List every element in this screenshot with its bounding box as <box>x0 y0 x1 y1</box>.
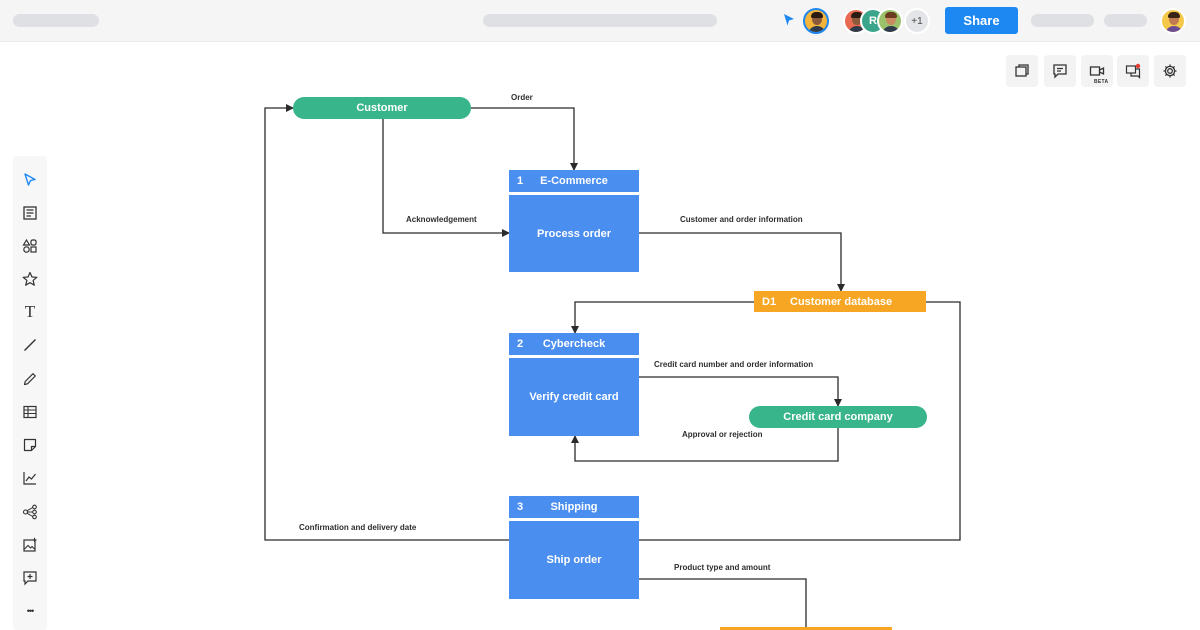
line-tool[interactable] <box>22 337 38 353</box>
datastore-partial <box>720 627 892 630</box>
process-1-header[interactable]: 1 E-Commerce <box>509 170 639 192</box>
flow-acknowledgement <box>382 119 510 237</box>
sticky-note-tool[interactable] <box>22 437 38 453</box>
add-frame-tool[interactable] <box>22 570 38 586</box>
process-2-body[interactable]: Verify credit card <box>509 358 639 436</box>
datastore-id: D1 <box>762 295 777 308</box>
more-icon: ••• <box>26 606 35 616</box>
text-icon: T <box>24 302 36 321</box>
more-tool[interactable]: ••• <box>22 603 38 619</box>
image-icon <box>23 537 37 552</box>
flow-label-confirmation: Confirmation and delivery date <box>299 523 417 532</box>
process-3-name: Shipping <box>550 501 598 513</box>
process-2-number: 2 <box>517 338 524 350</box>
table-tool[interactable] <box>22 404 38 420</box>
mind-map-tool[interactable] <box>22 504 38 520</box>
process-1-name: E-Commerce <box>540 175 608 187</box>
cursor-icon <box>24 173 36 186</box>
pencil-icon <box>23 373 36 386</box>
extra-collaborators-badge[interactable]: +1 <box>904 8 930 34</box>
flow-customer-order-info <box>639 232 845 292</box>
chat-icon <box>1125 63 1141 79</box>
beta-badge: BETA <box>1094 79 1109 85</box>
comments-button[interactable] <box>1044 55 1076 87</box>
table-icon <box>23 405 37 419</box>
image-tool[interactable] <box>22 537 38 553</box>
flow-label-approval: Approval or rejection <box>682 430 763 439</box>
flow-confirmation <box>264 104 509 541</box>
flow-label-credit-card-info: Credit card number and order information <box>654 360 814 369</box>
active-user-avatar[interactable] <box>803 8 829 34</box>
flow-label-acknowledgement: Acknowledgement <box>406 215 477 224</box>
process-2-name: Cybercheck <box>542 338 606 350</box>
flow-database-to-cybercheck <box>571 301 754 334</box>
line-chart-icon <box>23 472 36 485</box>
collaborator-avatar-2[interactable] <box>877 8 903 34</box>
datastore-name: Customer database <box>790 295 893 308</box>
settings-button[interactable] <box>1154 55 1186 87</box>
user-profile-avatar[interactable] <box>1160 8 1186 34</box>
document-icon <box>23 206 37 220</box>
share-button[interactable]: Share <box>945 7 1018 34</box>
process-3-action: Ship order <box>546 554 602 566</box>
credit-card-company-entity[interactable]: Credit card company <box>749 406 927 428</box>
select-tool[interactable] <box>22 172 38 188</box>
datastore-d1[interactable]: D1 Customer database <box>754 291 926 312</box>
flow-database-to-shipping <box>639 301 961 541</box>
text-tool[interactable]: T <box>22 302 38 321</box>
star-icon <box>22 271 38 286</box>
chart-tool[interactable] <box>22 470 38 486</box>
process-1-number: 1 <box>517 175 524 187</box>
flow-label-customer-order-info: Customer and order information <box>680 215 803 224</box>
pages-icon <box>1015 64 1029 77</box>
left-toolbar: T ••• <box>13 156 47 630</box>
add-frame-icon <box>23 571 37 586</box>
video-button[interactable] <box>1081 55 1113 87</box>
process-3-header[interactable]: 3 Shipping <box>509 496 639 518</box>
cursor-pointer-icon <box>782 13 796 32</box>
pen-tool[interactable] <box>22 371 38 387</box>
process-1-action: Process order <box>537 227 611 240</box>
gear-icon <box>1163 64 1177 78</box>
menu-placeholder[interactable] <box>1031 14 1094 27</box>
breadcrumb-placeholder[interactable] <box>483 14 717 27</box>
star-tool[interactable] <box>22 271 38 287</box>
comment-icon <box>1053 64 1067 79</box>
customer-entity[interactable]: Customer <box>293 97 471 119</box>
flow-label-product-type: Product type and amount <box>674 563 771 572</box>
flow-product-type <box>639 578 807 630</box>
page-tool[interactable] <box>22 205 38 221</box>
credit-card-company-label: Credit card company <box>783 411 893 423</box>
process-2-header[interactable]: 2 Cybercheck <box>509 333 639 355</box>
collaborator-initial: R <box>869 15 877 27</box>
flow-label-order: Order <box>511 93 533 102</box>
flow-credit-card-info <box>639 376 842 407</box>
pages-button[interactable] <box>1006 55 1038 87</box>
shapes-tool[interactable] <box>22 238 38 254</box>
process-2-action: Verify credit card <box>529 391 619 403</box>
flow-order <box>471 107 578 171</box>
document-title-placeholder[interactable] <box>13 14 99 27</box>
line-icon <box>24 339 36 351</box>
process-3-body[interactable]: Ship order <box>509 521 639 599</box>
mind-map-icon <box>22 504 37 520</box>
sticky-note-icon <box>23 438 37 452</box>
chat-button[interactable] <box>1117 55 1149 87</box>
flow-approval <box>571 428 839 462</box>
shapes-icon <box>22 238 37 253</box>
customer-label: Customer <box>356 102 408 114</box>
menu-placeholder-2[interactable] <box>1104 14 1147 27</box>
top-bar: R +1 Share <box>0 0 1200 42</box>
video-camera-icon <box>1089 66 1105 76</box>
extra-collaborators-count: +1 <box>911 15 923 27</box>
process-1-body[interactable]: Process order <box>509 195 639 272</box>
process-3-number: 3 <box>517 501 524 513</box>
